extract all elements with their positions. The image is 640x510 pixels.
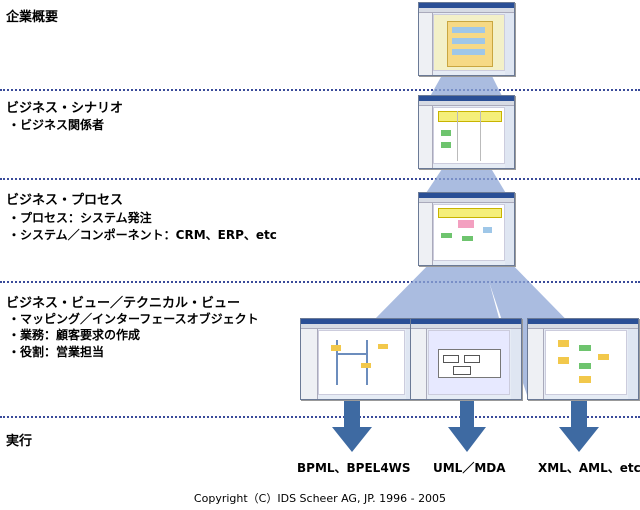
bullet-mapping-interface-object: ・マッピング／インターフェースオブジェクト [8,312,259,326]
divider-4 [0,416,640,418]
section-title-business-process: ビジネス・プロセス [6,193,124,208]
arrow-center [448,394,486,452]
section-title-business-scenario: ビジネス・シナリオ [6,101,124,116]
screenshot-view-left [300,318,417,400]
screenshot-view-right [527,318,639,400]
bullet-process-system-order: ・プロセス：システム発注 [8,211,152,225]
bullet-system-components: ・システム／コンポーネント：CRM、ERP、etc [8,228,277,242]
screenshot-business-scenario [418,95,515,169]
divider-2 [0,178,640,180]
output-label-xml: XML、AML、etc [538,461,640,475]
screenshot-business-process [418,192,515,266]
section-title-business-technical-view: ビジネス・ビュー／テクニカル・ビュー [6,296,241,311]
section-title-enterprise-overview: 企業概要 [6,10,59,25]
output-label-uml: UML／MDA [433,461,506,475]
bullet-role-sales: ・役割：営業担当 [8,345,105,359]
screenshot-enterprise-overview [418,2,515,76]
arrow-right [559,394,599,452]
section-title-execution: 実行 [6,434,33,449]
bullet-business-stakeholders: ・ビジネス関係者 [8,118,105,132]
copyright-text: Copyright（C）IDS Scheer AG, JP. 1996 - 20… [193,492,447,505]
arrow-left [332,394,372,452]
divider-1 [0,89,640,91]
divider-3 [0,281,640,283]
screenshot-view-center [410,318,522,400]
bullet-task-customer-request: ・業務：顧客要求の作成 [8,328,141,342]
output-label-bpml: BPML、BPEL4WS [297,461,411,475]
